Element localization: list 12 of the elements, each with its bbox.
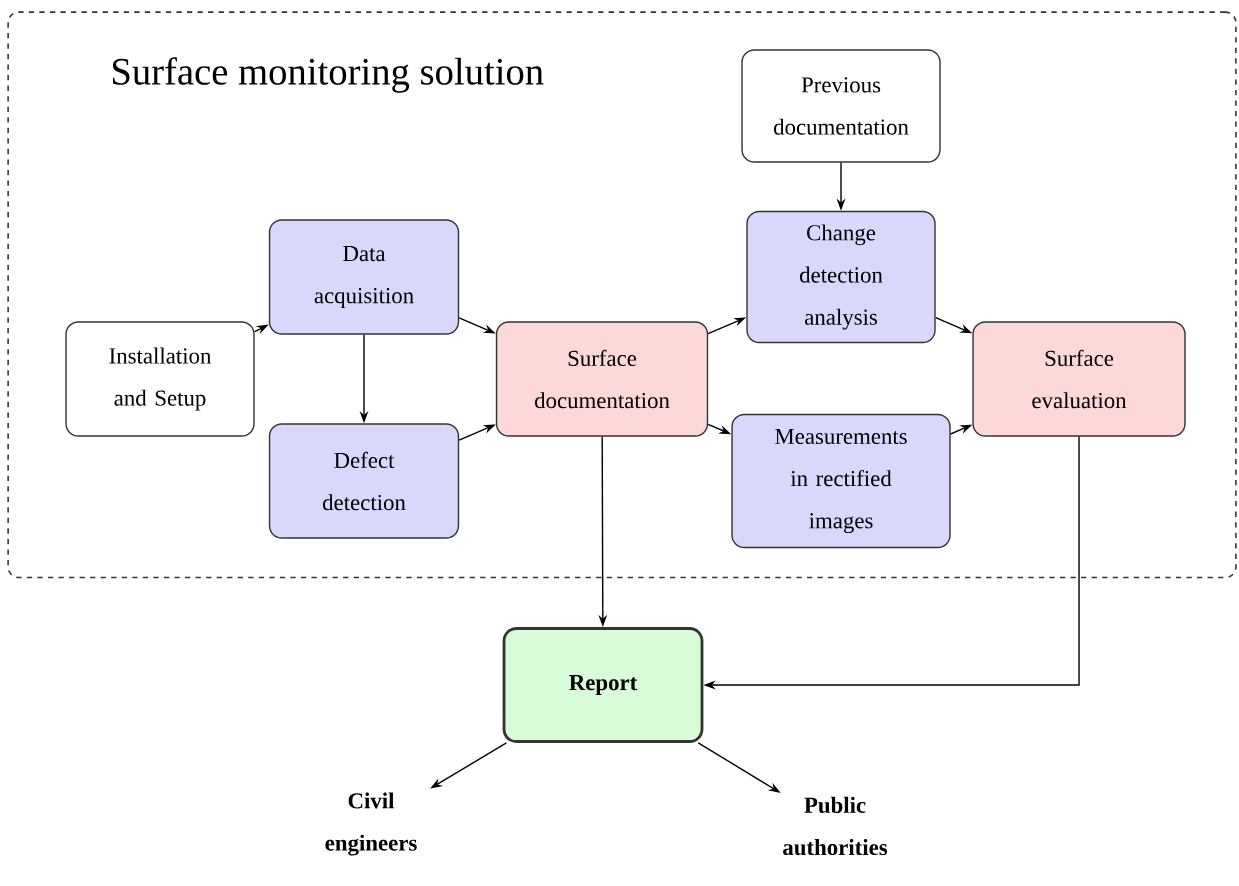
process-box: Defect detection [268, 423, 460, 539]
group-title: Surface monitoring solution [112, 57, 544, 93]
process-box: Data acquisition [268, 219, 460, 335]
process-box: Installation and Setup [65, 321, 255, 437]
process-box: Surface documentation [495, 321, 709, 437]
audience-label: Public authorities [783, 796, 888, 856]
audience-label: Civil engineers [325, 792, 417, 856]
process-box: Surface evaluation [972, 321, 1186, 437]
process-box: Measurements in rectified images [731, 413, 951, 549]
process-box: Change detection analysis [746, 210, 936, 344]
report-box: Report [502, 627, 704, 743]
process-box: Previous documentation [741, 49, 941, 163]
